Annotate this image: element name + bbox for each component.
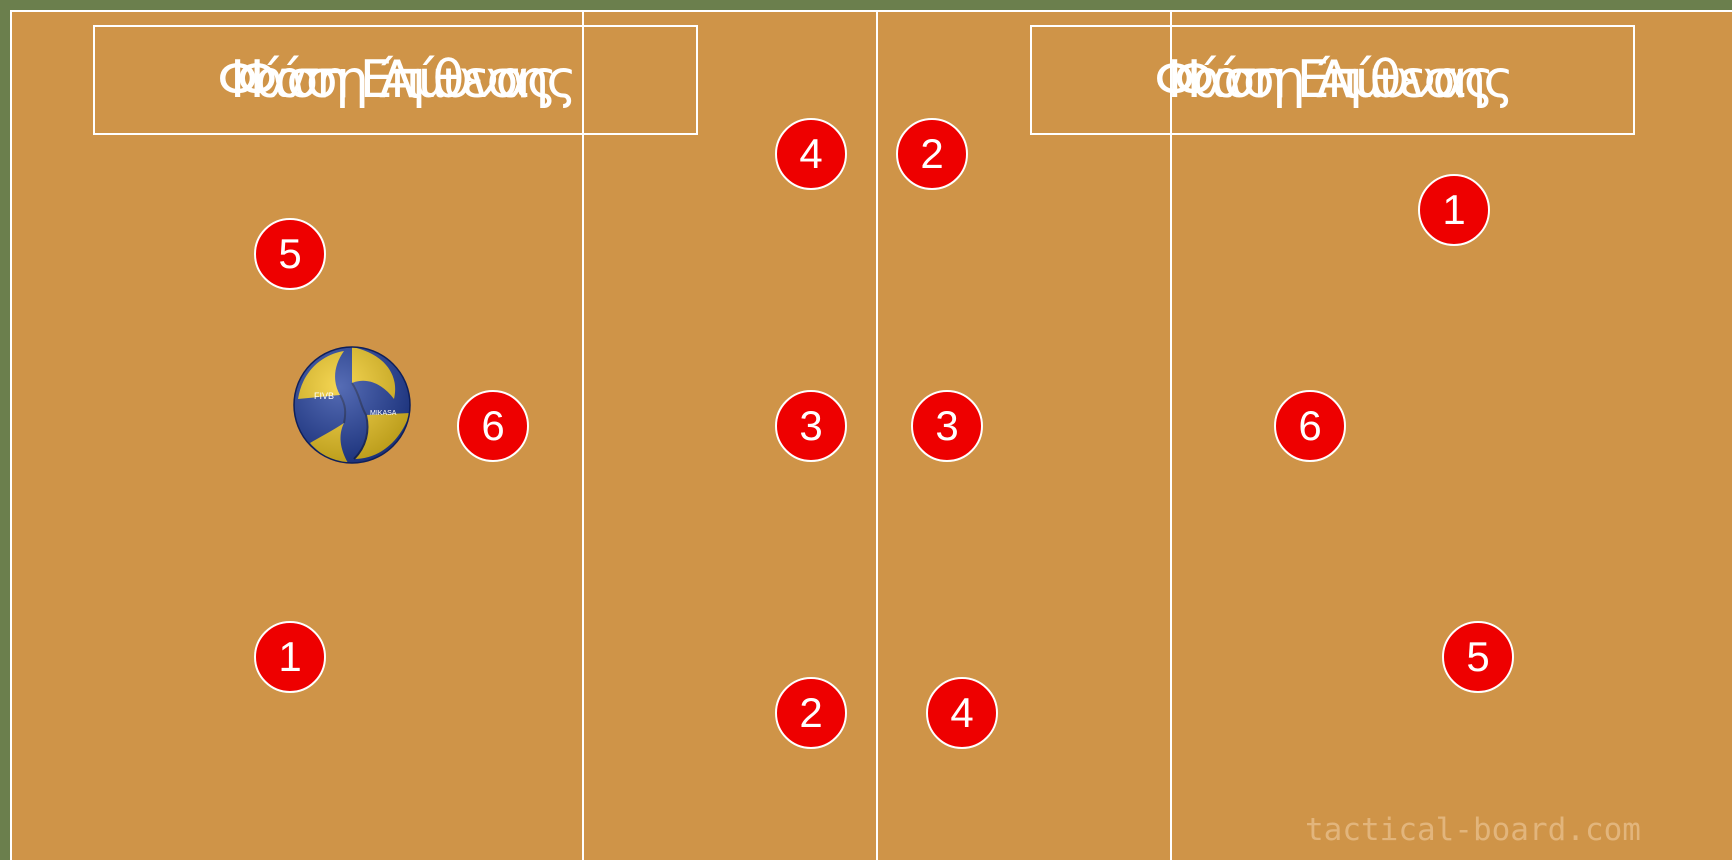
right-label-text-b: Φάση Άμυνας (1098, 45, 1568, 115)
left-player-token[interactable]: 3 (775, 390, 847, 462)
svg-text:MIKASA: MIKASA (370, 410, 397, 417)
right-player-token[interactable]: 6 (1274, 390, 1346, 462)
left-player-token[interactable]: 5 (254, 218, 326, 290)
right-attack-line (1170, 10, 1172, 860)
left-player-token[interactable]: 2 (775, 677, 847, 749)
right-player-token[interactable]: 5 (1442, 621, 1514, 693)
watermark: tactical-board.com (1305, 812, 1641, 848)
left-player-token[interactable]: 6 (457, 390, 529, 462)
svg-text:FIVB: FIVB (314, 391, 334, 401)
center-net-line (876, 10, 878, 860)
left-player-token[interactable]: 1 (254, 621, 326, 693)
volleyball-icon[interactable]: FIVB MIKASA (290, 343, 414, 467)
right-team-label: Φάση Επίθεσης Φάση Άμυνας (1098, 45, 1568, 115)
right-team-label-box: Φάση Επίθεσης Φάση Άμυνας (1030, 25, 1635, 135)
right-player-token[interactable]: 1 (1418, 174, 1490, 246)
left-team-label: Φάση Επίθεσης Φάση Άμυνας (161, 45, 631, 115)
left-player-token[interactable]: 4 (775, 118, 847, 190)
volleyball-court (10, 10, 1732, 860)
left-attack-line (582, 10, 584, 860)
right-player-token[interactable]: 3 (911, 390, 983, 462)
left-team-label-box: Φάση Επίθεσης Φάση Άμυνας (93, 25, 698, 135)
left-label-text-b: Φάση Άμυνας (161, 45, 631, 115)
right-player-token[interactable]: 2 (896, 118, 968, 190)
right-player-token[interactable]: 4 (926, 677, 998, 749)
